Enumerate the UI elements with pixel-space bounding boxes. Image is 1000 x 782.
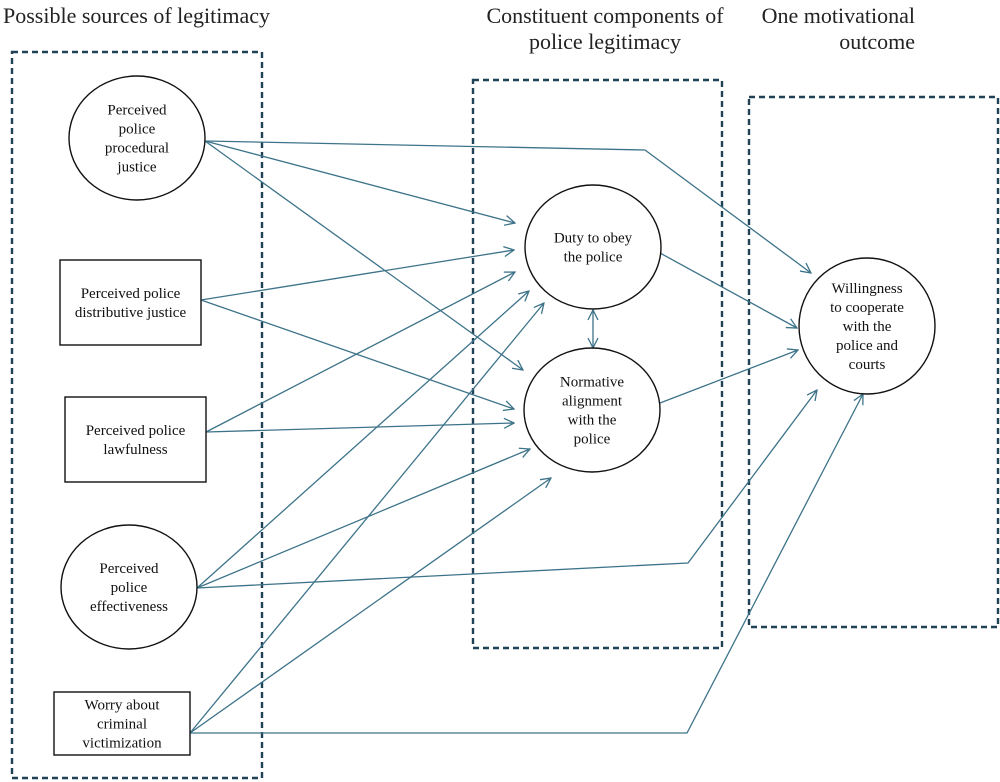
node-procedural: Perceived police procedural justice [68, 75, 206, 201]
node-effectiveness-label-line: effectiveness [90, 599, 168, 615]
group-box-components [471, 78, 724, 650]
node-distributive-label-line: Perceived police [81, 286, 181, 302]
edge-effectiveness-to-willingness [196, 390, 817, 589]
node-lawfulness-box [64, 396, 207, 483]
heading-motivational-outcome: One motivational outcome [755, 3, 915, 55]
node-worry-label-line: victimization [82, 736, 162, 752]
edge-effectiveness-to-duty [196, 291, 529, 589]
node-distributive: Perceived police distributive justice [59, 259, 202, 346]
node-procedural-label-line: justice [116, 160, 156, 176]
node-willingness-ellipse [798, 257, 936, 395]
edge-procedural-to-willingness [204, 140, 811, 273]
edges-layer [189, 140, 863, 734]
node-duty: Duty to obey the police [524, 184, 662, 310]
node-distributive-label-line: distributive justice [75, 305, 187, 321]
node-normative-label-line: with the [568, 413, 617, 429]
node-duty-label-line: Duty to obey [554, 231, 633, 247]
edge-procedural-to-normative [204, 140, 523, 370]
edge-normative-to-willingness [659, 350, 798, 404]
edge-lawfulness-to-duty [205, 272, 515, 433]
node-worry: Worry about criminal victimization [53, 691, 191, 756]
node-worry-label-line: criminal [97, 717, 147, 733]
node-effectiveness-label-line: police [111, 580, 148, 596]
edge-distributive-to-normative [200, 299, 514, 409]
node-duty-label-line: the police [564, 250, 623, 266]
node-procedural-label-line: procedural [105, 141, 169, 157]
edge-worry-to-willingness [190, 394, 863, 734]
node-worry-box [53, 691, 191, 756]
heading-possible-sources: Possible sources of legitimacy [3, 3, 271, 28]
heading-components-line-1: Constituent components of [486, 3, 724, 28]
heading-outcome-line-1: One motivational [761, 3, 915, 28]
node-willingness-label-line: to cooperate [830, 300, 904, 316]
group-box-outcome [747, 95, 1000, 629]
heading-components-line-2: police legitimacy [528, 29, 682, 54]
node-normative-label-line: police [574, 432, 611, 448]
node-willingness-label-line: police and [836, 338, 899, 354]
edge-effectiveness-to-normative [196, 449, 530, 589]
node-willingness-label-line: with the [843, 319, 892, 335]
node-lawfulness: Perceived police lawfulness [64, 396, 207, 483]
node-procedural-ellipse [68, 75, 206, 201]
group-box-sources [10, 50, 264, 780]
edge-worry-to-duty [189, 303, 544, 734]
node-normative-label-line: Normative [560, 375, 624, 391]
node-lawfulness-label-line: Perceived police [86, 423, 186, 439]
node-willingness-label-line: Willingness [831, 281, 902, 297]
node-effectiveness-ellipse [60, 524, 198, 650]
node-effectiveness-label-line: Perceived [99, 561, 159, 577]
node-effectiveness: Perceived police effectiveness [60, 524, 198, 650]
edge-procedural-to-duty [204, 140, 515, 223]
node-normative-label-line: alignment [562, 394, 623, 410]
node-distributive-box [59, 259, 202, 346]
heading-outcome-line-2: outcome [839, 29, 915, 54]
node-willingness: Willingness to cooperate with the police an… [798, 257, 936, 395]
node-duty-ellipse [524, 184, 662, 310]
edge-worry-to-normative [189, 478, 551, 734]
node-normative: Normative alignment with the police [523, 347, 661, 473]
edge-lawfulness-to-normative [205, 423, 514, 433]
edge-distributive-to-duty [200, 250, 514, 301]
node-lawfulness-label-line: lawfulness [103, 442, 167, 458]
nodes-layer: PerceivedpoliceproceduraljusticePerceive… [53, 75, 936, 756]
heading-constituent-components: Constituent components of police legitim… [485, 3, 725, 55]
node-procedural-label-line: police [119, 122, 156, 138]
edge-duty-to-willingness [659, 252, 797, 328]
node-procedural-label-line: Perceived [107, 103, 167, 119]
node-normative-ellipse [523, 347, 661, 473]
node-willingness-label-line: courts [849, 357, 886, 373]
node-worry-label-line: Worry about [84, 698, 160, 714]
